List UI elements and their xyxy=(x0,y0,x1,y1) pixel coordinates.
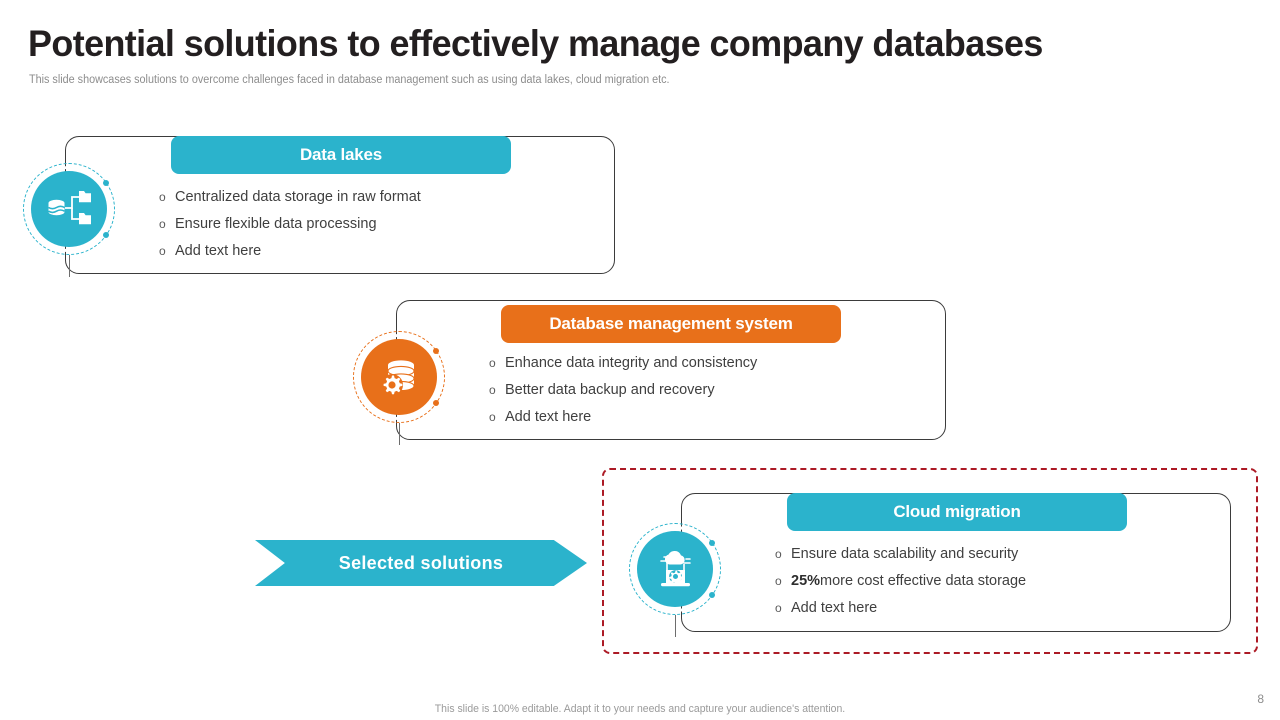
card-heading-cloud-migration: Cloud migration xyxy=(787,493,1127,531)
connector-line xyxy=(399,423,400,445)
bullet-text: Add text here xyxy=(175,243,262,259)
bullet-text: Ensure flexible data processing xyxy=(175,216,377,232)
card-heading-database-management-system: Database management system xyxy=(501,305,841,343)
bullet-text: Ensure data scalability and security xyxy=(791,546,1019,562)
list-item: o Centralized data storage in raw format xyxy=(159,184,421,211)
ring-dot xyxy=(433,348,439,354)
database-folders-icon xyxy=(31,171,107,247)
bullet-list-dbms: o Enhance data integrity and consistency… xyxy=(489,350,757,431)
dashed-ring xyxy=(23,163,115,255)
bullet-marker: o xyxy=(159,217,166,231)
white-ring xyxy=(26,166,112,252)
page-subtitle: This slide showcases solutions to overco… xyxy=(29,74,670,86)
bullet-text: Add text here xyxy=(791,600,878,616)
bullet-marker: o xyxy=(775,601,782,615)
badge-data-lakes xyxy=(23,163,115,277)
connector-line xyxy=(69,255,70,277)
database-gear-icon xyxy=(361,339,437,415)
dashed-ring xyxy=(353,331,445,423)
card-data-lakes[interactable]: Data lakes o Centralized data storage in… xyxy=(65,136,615,274)
bullet-marker: o xyxy=(489,383,496,397)
bullet-marker: o xyxy=(159,244,166,258)
bullet-marker: o xyxy=(775,547,782,561)
card-cloud-migration[interactable]: Cloud migration o Ensure data scalabilit… xyxy=(681,493,1231,632)
white-ring xyxy=(356,334,442,420)
list-item: o Add text here xyxy=(775,595,1026,622)
footer-note: This slide is 100% editable. Adapt it to… xyxy=(434,703,846,715)
selected-solution-highlight xyxy=(602,468,1258,654)
bullet-emphasis: 25% xyxy=(791,573,821,589)
list-item: o Add text here xyxy=(159,238,421,265)
bullet-marker: o xyxy=(489,356,496,370)
list-item: o Enhance data integrity and consistency xyxy=(489,350,757,377)
badge-cloud-migration xyxy=(629,523,721,637)
ring-dot xyxy=(103,180,109,186)
list-item: o Ensure data scalability and security xyxy=(775,541,1026,568)
bullet-text: Centralized data storage in raw format xyxy=(175,189,421,205)
white-ring xyxy=(632,526,718,612)
badge-database-management-system xyxy=(353,331,445,445)
ring-dot xyxy=(103,232,109,238)
list-item: o Ensure flexible data processing xyxy=(159,211,421,238)
bullet-marker: o xyxy=(159,190,166,204)
page-title: Potential solutions to effectively manag… xyxy=(28,23,1043,64)
list-item: o Better data backup and recovery xyxy=(489,377,757,404)
bullet-list-cloud-migration: o Ensure data scalability and security o… xyxy=(775,541,1026,622)
card-heading-data-lakes: Data lakes xyxy=(171,136,511,174)
bullet-list-data-lakes: o Centralized data storage in raw format… xyxy=(159,184,421,265)
ring-dot xyxy=(709,540,715,546)
bullet-text: Better data backup and recovery xyxy=(505,382,715,398)
bullet-marker: o xyxy=(489,410,496,424)
selected-solutions-banner[interactable]: Selected solutions xyxy=(255,540,587,586)
connector-line xyxy=(675,615,676,637)
page-number: 8 xyxy=(1257,692,1264,706)
list-item: o Add text here xyxy=(489,404,757,431)
bullet-marker: o xyxy=(775,574,782,588)
bullet-text: more cost effective data storage xyxy=(820,573,1027,589)
ring-dot xyxy=(433,400,439,406)
cloud-laptop-gear-icon xyxy=(637,531,713,607)
bullet-text: Enhance data integrity and consistency xyxy=(505,355,758,371)
bullet-text: Add text here xyxy=(505,409,592,425)
card-database-management-system[interactable]: Database management system o Enhance dat… xyxy=(396,300,946,440)
dashed-ring xyxy=(629,523,721,615)
list-item: o 25% more cost effective data storage xyxy=(775,568,1026,595)
ring-dot xyxy=(709,592,715,598)
